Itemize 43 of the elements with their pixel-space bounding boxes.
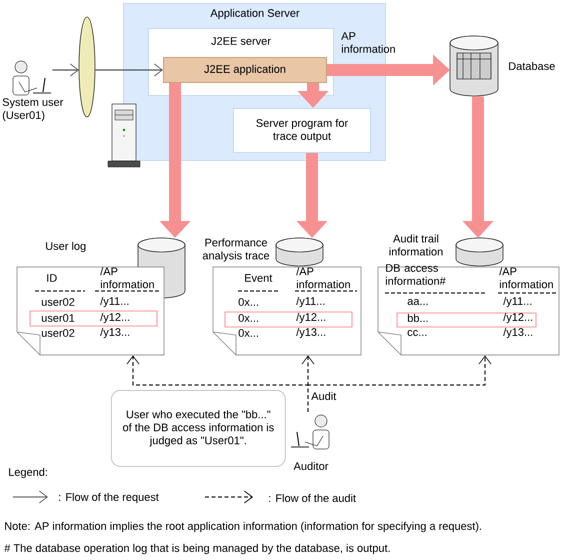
node-label: /y11... — [296, 296, 324, 308]
log-document: DB access information# /AP information aa... /y11... bb... /y12... cc... /y13... — [378, 264, 560, 356]
node-label: Event — [245, 274, 272, 282]
arrow — [52, 64, 79, 76]
node-label: /AP information — [296, 267, 350, 288]
legend-title: Legend: — [9, 468, 47, 478]
node-label: user02 — [42, 329, 74, 337]
node-label: user01 — [42, 314, 74, 322]
node-label: aa... — [408, 298, 428, 306]
node-label: cc... — [408, 330, 426, 336]
arrow — [95, 64, 163, 76]
node-caption: System user (User01) — [2, 98, 64, 122]
node-caption: Performance analysis trace — [202, 238, 270, 262]
node-label: user02 — [42, 298, 74, 306]
node-caption: Audit trail information — [390, 234, 442, 256]
node-label: ID — [47, 274, 57, 282]
node-label: 0x... — [238, 329, 258, 337]
node-label: DB access information# — [386, 264, 446, 285]
network-ellipse — [78, 16, 96, 118]
node-label: /AP information — [499, 267, 553, 288]
node-caption: Auditor — [294, 462, 328, 470]
edge-label: Audit — [311, 392, 336, 400]
arrow — [308, 355, 492, 412]
node-caption: Database — [509, 62, 555, 70]
log-document: ID /AP information user02 /y11... user01 /y12... user02 /y13... — [16, 266, 164, 356]
callout-box: User who executed the "bb..." of the DB access information is judged as "User01". — [111, 390, 286, 467]
node-label: /y13... — [503, 328, 532, 338]
note-text: Note: AP information implies the root application information (information for specifying a request). — [5, 522, 482, 532]
legend-text: : Flow of the request — [59, 492, 159, 504]
node-caption: User log — [46, 242, 86, 252]
program-box: Server program for trace output — [233, 108, 371, 153]
node-label: /y11... — [100, 296, 128, 308]
note-text: # The database operation log that is being managed by the database, is output. — [4, 544, 390, 554]
legend-text: : Flow of the audit — [269, 494, 356, 502]
edge-label: AP information — [341, 32, 395, 53]
node-label: /y12... — [100, 312, 130, 324]
node-label: /y11... — [503, 296, 532, 308]
node-label: 0x... — [238, 298, 258, 306]
node-label: /y13... — [296, 328, 326, 338]
log-document: Event /AP information 0x... /y11... 0x... /y12... 0x... /y13... — [212, 266, 362, 356]
node-label: /y13... — [100, 328, 130, 338]
node-label: /AP information — [100, 267, 154, 288]
application-box: J2EE application — [163, 57, 327, 83]
